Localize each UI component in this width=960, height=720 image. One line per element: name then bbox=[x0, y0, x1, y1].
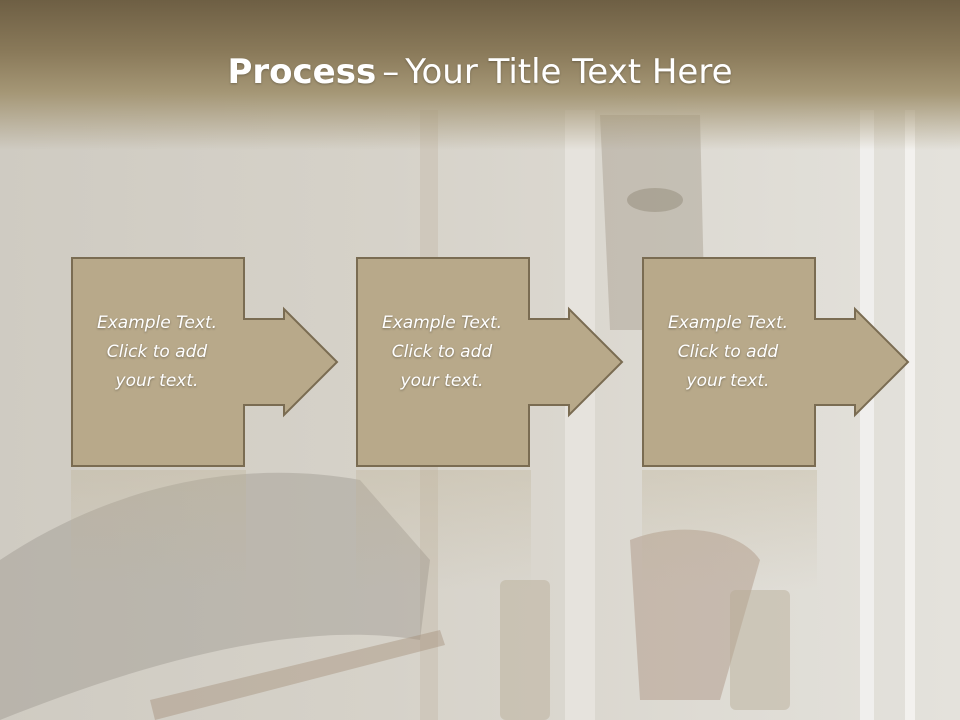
slide-title[interactable]: Process–Your Title Text Here bbox=[0, 52, 960, 92]
process-step-1[interactable]: Example Text. Click to add your text. bbox=[71, 257, 341, 467]
step-2-line-2: Click to add bbox=[391, 342, 493, 362]
step-1-reflection bbox=[71, 470, 246, 590]
step-2-reflection bbox=[356, 470, 531, 590]
step-3-line-1: Example Text. bbox=[667, 313, 789, 333]
step-1-line-3: your text. bbox=[115, 371, 199, 391]
title-bar bbox=[0, 0, 960, 150]
title-separator: – bbox=[382, 52, 400, 92]
step-3-line-2: Click to add bbox=[677, 342, 779, 362]
title-text: Your Title Text Here bbox=[405, 52, 733, 92]
step-2-shape bbox=[356, 257, 624, 467]
process-step-3[interactable]: Example Text. Click to add your text. bbox=[642, 257, 912, 467]
step-3-shape bbox=[642, 257, 910, 467]
step-1-line-1: Example Text. bbox=[96, 313, 218, 333]
step-2-text[interactable]: Example Text. Click to add your text. bbox=[356, 309, 528, 396]
step-2-line-3: your text. bbox=[400, 371, 484, 391]
step-3-text[interactable]: Example Text. Click to add your text. bbox=[642, 309, 814, 396]
step-3-line-3: your text. bbox=[686, 371, 770, 391]
step-3-reflection bbox=[642, 470, 817, 590]
title-bold-text: Process bbox=[227, 52, 377, 92]
step-1-shape bbox=[71, 257, 339, 467]
process-step-2[interactable]: Example Text. Click to add your text. bbox=[356, 257, 626, 467]
step-1-text[interactable]: Example Text. Click to add your text. bbox=[71, 309, 243, 396]
step-2-line-1: Example Text. bbox=[381, 313, 503, 333]
step-1-line-2: Click to add bbox=[106, 342, 208, 362]
